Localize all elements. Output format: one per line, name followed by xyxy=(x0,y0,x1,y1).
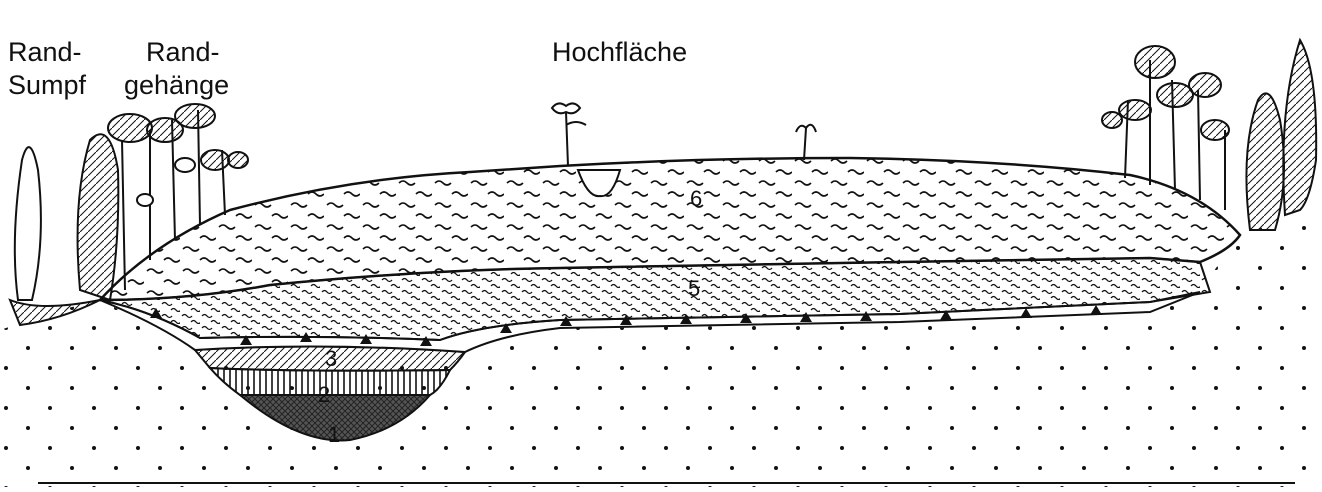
layer-3-number: 3 xyxy=(325,346,337,371)
layer-6-number: 6 xyxy=(690,186,702,211)
label-hochflaeche: Hochfläche xyxy=(552,36,687,69)
label-rand-gehaenge-line2: gehänge xyxy=(124,69,229,102)
label-rand-sumpf-line2: Sumpf xyxy=(8,69,86,102)
label-rand-sumpf: Rand- Sumpf xyxy=(8,36,86,102)
label-rand-sumpf-line1: Rand- xyxy=(8,36,86,69)
layer-5-number: 5 xyxy=(688,276,700,301)
label-rand-gehaenge-line1: Rand- xyxy=(124,36,229,69)
plateau-plant-left xyxy=(552,103,586,166)
label-rand-gehaenge: Rand- gehänge xyxy=(124,36,229,102)
layer-1-number: 1 xyxy=(328,422,340,447)
plateau-plant-right xyxy=(796,125,816,160)
layer-2-number: 2 xyxy=(318,382,330,407)
